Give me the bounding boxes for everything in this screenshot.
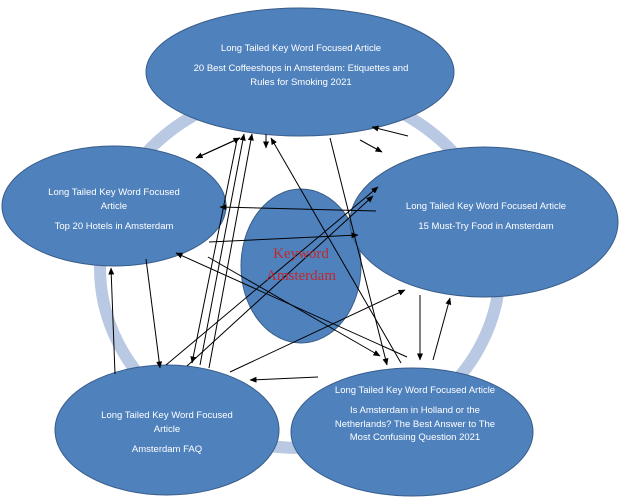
- connector-arrow: [208, 133, 254, 369]
- node-top-heading: Long Tailed Key Word Focused Article: [220, 43, 382, 54]
- connector-arrow: [229, 289, 406, 373]
- node-bottom-right-title: Is Amsterdam in Holland or the Netherlan…: [334, 404, 496, 444]
- node-right-heading: Long Tailed Key Word Focused Article: [405, 201, 567, 212]
- node-top-label: Long Tailed Key Word Focused Article 20 …: [186, 42, 416, 89]
- node-left-title: Top 20 Hotels in Amsterdam: [54, 220, 174, 232]
- center-keyword-label: Keyword Amsterdam: [241, 244, 361, 288]
- node-right-title: 15 Must-Try Food in Amsterdam: [418, 220, 554, 232]
- connector-arrow: [199, 133, 246, 366]
- connector-arrow: [371, 125, 409, 137]
- node-bottom-right-label: Long Tailed Key Word Focused Article Is …: [326, 384, 504, 445]
- node-bottom-right-ellipse: [290, 367, 534, 497]
- connector-arrow: [190, 139, 238, 364]
- node-bottom-left-label: Long Tailed Key Word Focused Article Ams…: [92, 409, 242, 456]
- connector-arrow: [195, 137, 241, 159]
- connector-arrow: [145, 258, 163, 369]
- node-bottom-left-title: Amsterdam FAQ: [131, 443, 203, 455]
- connector-arrow: [249, 376, 319, 383]
- connector-arrow: [432, 297, 452, 361]
- connector-arrow: [359, 139, 383, 153]
- node-top-ellipse: [145, 7, 455, 137]
- node-left-heading: Long Tailed Key Word Focused Article: [48, 187, 180, 212]
- node-bottom-left-heading: Long Tailed Key Word Focused Article: [101, 410, 233, 435]
- node-top-title: 20 Best Coffeeshops in Amsterdam: Etique…: [193, 62, 409, 88]
- connector-arrow: [329, 137, 389, 366]
- center-keyword-line2: Amsterdam: [266, 267, 336, 284]
- node-right-ellipse: [349, 146, 619, 298]
- center-keyword-line1: Keyword: [273, 246, 329, 262]
- connector-arrow: [208, 232, 359, 243]
- node-bottom-right-heading: Long Tailed Key Word Focused Article: [334, 385, 496, 396]
- node-right-label: Long Tailed Key Word Focused Article 15 …: [386, 200, 586, 234]
- node-left-label: Long Tailed Key Word Focused Article Top…: [34, 186, 194, 233]
- connector-arrow: [108, 267, 116, 375]
- connector-arrow: [165, 186, 379, 366]
- connector-arrow: [270, 137, 402, 364]
- connector-arrow: [186, 195, 374, 367]
- node-bottom-left-ellipse: [54, 364, 280, 496]
- connector-arrow: [175, 252, 408, 358]
- connector-arrows: [108, 125, 452, 383]
